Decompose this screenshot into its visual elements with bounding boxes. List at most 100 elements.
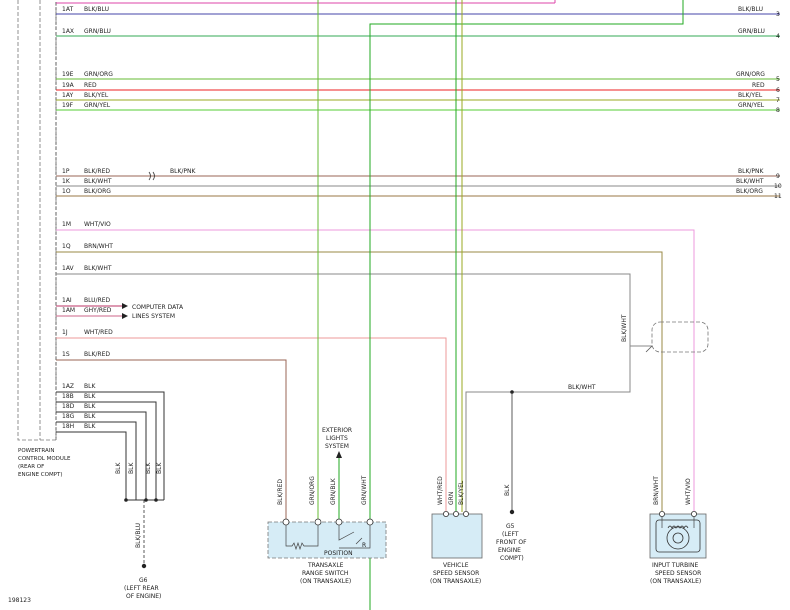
- splice-2: [144, 498, 148, 502]
- arrow-1ai: [122, 303, 128, 309]
- wire-label-18d: BLK: [84, 403, 96, 410]
- wire-label-1o: BLK/ORG: [84, 188, 111, 195]
- transaxle-range-switch: [267, 521, 387, 559]
- pin-18g: 18G: [62, 413, 75, 420]
- right-num-6: 6: [776, 87, 780, 94]
- exterior-lights-1: EXTERIOR: [322, 427, 352, 434]
- switch-wire-3: GRN/BLK: [330, 477, 337, 505]
- g6-line-2: OF ENGINE): [126, 593, 161, 600]
- wire-label-1av: BLK/WHT: [84, 265, 112, 272]
- arrow-exterior-lights: [336, 451, 342, 458]
- wire-label-1am: GHY/RED: [84, 307, 112, 314]
- input-turbine-speed-sensor: [649, 513, 707, 559]
- splice-1: [124, 498, 128, 502]
- wire-label-18h: BLK: [84, 423, 96, 430]
- exterior-lights-2: LIGHTS: [326, 435, 348, 442]
- right-label-7: BLK/YEL: [738, 92, 763, 99]
- switch-label-1: TRANSAXLE: [307, 562, 344, 569]
- wire-1s: [56, 359, 287, 522]
- right-num-9: 9: [776, 173, 780, 180]
- wire-1av: [56, 273, 652, 347]
- pin-19a: 19A: [62, 82, 75, 89]
- pin-18h: 18H: [62, 423, 74, 430]
- switch-wire-1: BLK/RED: [277, 479, 284, 505]
- pin-1q: 1Q: [62, 243, 71, 250]
- pin-1ay: 1AY: [62, 92, 73, 99]
- right-label-11: BLK/ORG: [736, 188, 763, 195]
- wire-top-green: [369, 0, 684, 610]
- vss-label-2: SPEED SENSOR: [433, 570, 479, 577]
- wire-label-1s: BLK/RED: [84, 351, 110, 358]
- wire-label-1p-mid: BLK/PNK: [170, 168, 197, 175]
- g5-line-3: ENGINE: [498, 547, 521, 554]
- wire-vss-feed: [465, 346, 631, 512]
- pin-1p: 1P: [62, 168, 70, 175]
- wire-label-1k: BLK/WHT: [84, 178, 112, 185]
- pin-1ai: 1AI: [62, 297, 72, 304]
- right-label-5: GRN/ORG: [736, 71, 765, 78]
- vss-wire-3: BLK/YEL: [458, 480, 465, 505]
- diagram-id: 198123: [8, 597, 31, 604]
- wire-label-1ax: GRN/BLU: [84, 28, 111, 35]
- vss-wire-2: GRN: [448, 492, 455, 505]
- g6-name: G6: [139, 577, 148, 584]
- splice-3: [154, 498, 158, 502]
- wire-label-1q: BRN/WHT: [84, 243, 113, 250]
- right-num-3: 3: [776, 11, 780, 18]
- pcm-label-4: ENGINE COMPT): [18, 472, 63, 478]
- pcm-label-1: POWERTRAIN: [18, 448, 54, 454]
- ground-wire-down: BLK/BLU: [135, 523, 142, 548]
- pin-1am: 1AM: [62, 307, 75, 314]
- right-label-10: BLK/WHT: [736, 178, 764, 185]
- right-label-3: BLK/BLU: [738, 6, 763, 13]
- switch-inner-label: POSITION: [324, 550, 353, 557]
- switch-inner-r: R: [362, 542, 366, 549]
- pin-19f: 19F: [62, 102, 74, 109]
- g5-line-1: (LEFT: [502, 531, 519, 538]
- right-label-4: GRN/BLU: [738, 28, 765, 35]
- switch-wire-4: GRN/WHT: [361, 475, 368, 505]
- g5-line-2: FRONT OF: [496, 539, 527, 546]
- wire-1q: [56, 251, 663, 512]
- computer-data-2: LINES SYSTEM: [132, 313, 175, 320]
- wire-label-1j: WHT/RED: [84, 329, 113, 336]
- wire-label-1ai: BLU/RED: [84, 297, 111, 304]
- itss-internals: [655, 510, 701, 553]
- inline-connector: [148, 171, 155, 181]
- pin-1at: 1AT: [62, 6, 73, 13]
- vss-terminals: [442, 510, 469, 517]
- wire-label-19a: RED: [84, 82, 97, 89]
- pin-18d: 18D: [62, 403, 75, 410]
- wire-label-1m: WHT/VIO: [84, 221, 111, 228]
- ground-wire-a: BLK: [115, 462, 122, 474]
- vss-wire-1: WHT/RED: [437, 476, 444, 505]
- right-label-9: BLK/PNK: [738, 168, 765, 175]
- right-label-6: RED: [752, 82, 765, 89]
- wire-label-18b: BLK: [84, 393, 96, 400]
- pin-1az: 1AZ: [62, 383, 74, 390]
- pcm-label-2: CONTROL MODULE: [18, 456, 71, 462]
- pin-1av: 1AV: [62, 265, 75, 272]
- exterior-lights-3: SYSTEM: [325, 443, 349, 450]
- vss-feed-label: BLK/WHT: [568, 384, 596, 391]
- wire-label-19f: GRN/YEL: [84, 102, 111, 109]
- wire-1j: [56, 337, 447, 512]
- pin-1ax: 1AX: [62, 28, 74, 35]
- pin-1s: 1S: [62, 351, 70, 358]
- vehicle-speed-sensor: [431, 513, 483, 559]
- pin-18b: 18B: [62, 393, 74, 400]
- switch-terminals: [282, 518, 374, 551]
- ground-wire-d: BLK: [156, 462, 163, 474]
- wire-label-1at: BLK/BLU: [84, 6, 109, 13]
- itss-wire-2: WHT/VIO: [685, 478, 692, 505]
- pin-1o: 1O: [62, 188, 71, 195]
- switch-label-3: (ON TRANSAXLE): [300, 578, 351, 585]
- right-num-10: 10: [774, 183, 782, 190]
- shield: [651, 321, 709, 353]
- wire-1m: [56, 229, 695, 512]
- ground-g6: [141, 563, 147, 569]
- itss-label-2: SPEED SENSOR: [655, 570, 701, 577]
- pin-1k: 1K: [62, 178, 71, 185]
- pin-1j: 1J: [62, 329, 68, 336]
- right-num-11: 11: [774, 193, 782, 200]
